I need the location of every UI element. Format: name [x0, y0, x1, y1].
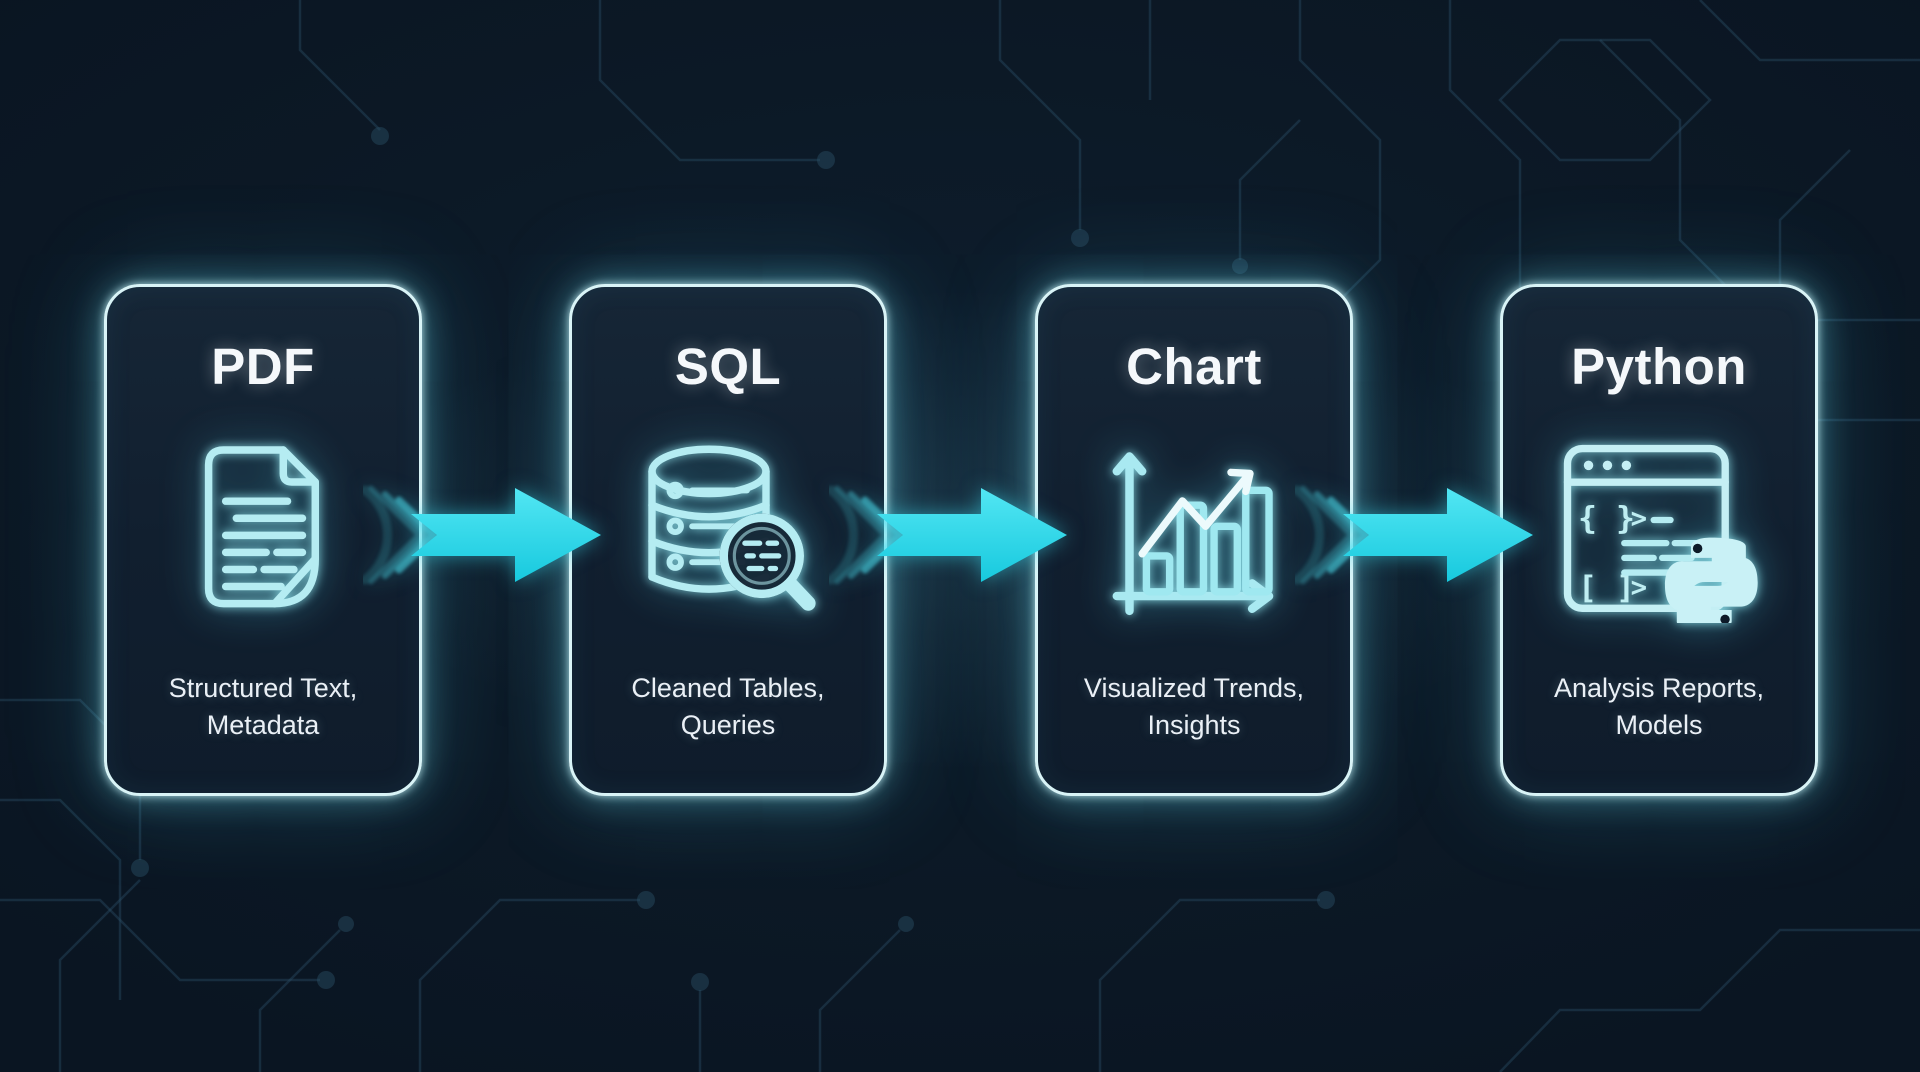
svg-text:[ ]: [ ] [1578, 570, 1635, 606]
card-caption: Cleaned Tables, Queries [631, 673, 825, 740]
card-chart: Chart Visualized Trends, Insig [1035, 284, 1353, 796]
code-window-python-icon: { } > [ ] > [1563, 444, 1758, 624]
flow-arrow-right [363, 485, 601, 585]
svg-text:>: > [1630, 573, 1646, 604]
card-title: PDF [211, 338, 315, 395]
card-title: Chart [1126, 338, 1262, 395]
card-caption: Structured Text, Metadata [168, 673, 358, 740]
card-python: Python { } > [ ] > [1500, 284, 1818, 796]
svg-text:>: > [1630, 503, 1646, 534]
card-title: Python [1571, 338, 1747, 395]
card-caption: Visualized Trends, Insights [1083, 673, 1305, 740]
card-title: SQL [674, 338, 782, 395]
card-caption: Analysis Reports, Models [1553, 673, 1765, 740]
card-pdf: PDF Structured Text, Metadata [104, 284, 422, 796]
bar-chart-trend-icon [1112, 452, 1273, 616]
document-icon [204, 446, 319, 608]
flow-arrow-right [1295, 485, 1533, 585]
flow-arrow-right [829, 485, 1067, 585]
python-logo [1664, 537, 1758, 624]
database-search-icon [648, 445, 816, 611]
svg-text:{ }: { } [1578, 500, 1635, 536]
